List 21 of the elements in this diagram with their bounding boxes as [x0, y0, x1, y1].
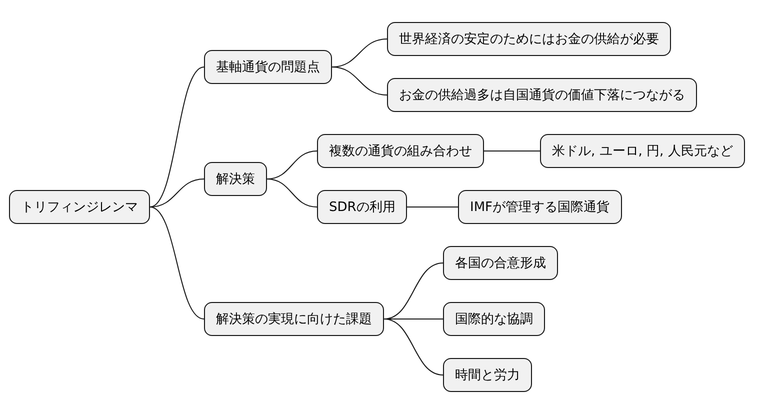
- connector-line: [150, 206, 204, 320]
- connector-line: [406, 206, 458, 208]
- topic-box: 国際的な協調: [443, 302, 545, 336]
- topic-box: 世界経済の安定のためにはお金の供給が必要: [387, 22, 671, 56]
- topic-box: 解決策の実現に向けた課題: [204, 302, 384, 336]
- connector-line: [150, 178, 204, 208]
- topic-box: IMFが管理する国際通貨: [458, 190, 622, 224]
- topic-box: 複数の通貨の組み合わせ: [317, 134, 484, 168]
- connector-line: [266, 178, 318, 208]
- topic-box: 解決策: [204, 162, 267, 196]
- connector-line: [150, 66, 204, 208]
- connector-line: [332, 66, 388, 96]
- topic-box: トリフィンジレンマ: [9, 190, 150, 224]
- topic-box: 基軸通貨の問題点: [204, 50, 332, 84]
- topic-box: SDRの利用: [317, 190, 408, 224]
- connector-line: [484, 150, 540, 152]
- connector-line: [384, 318, 444, 376]
- topic-box: 米ドル, ユーロ, 円, 人民元など: [540, 134, 745, 168]
- topic-box: 時間と労力: [443, 358, 532, 392]
- topic-box: お金の供給過多は自国通貨の価値下落につながる: [387, 78, 697, 112]
- topic-box: 各国の合意形成: [443, 246, 558, 280]
